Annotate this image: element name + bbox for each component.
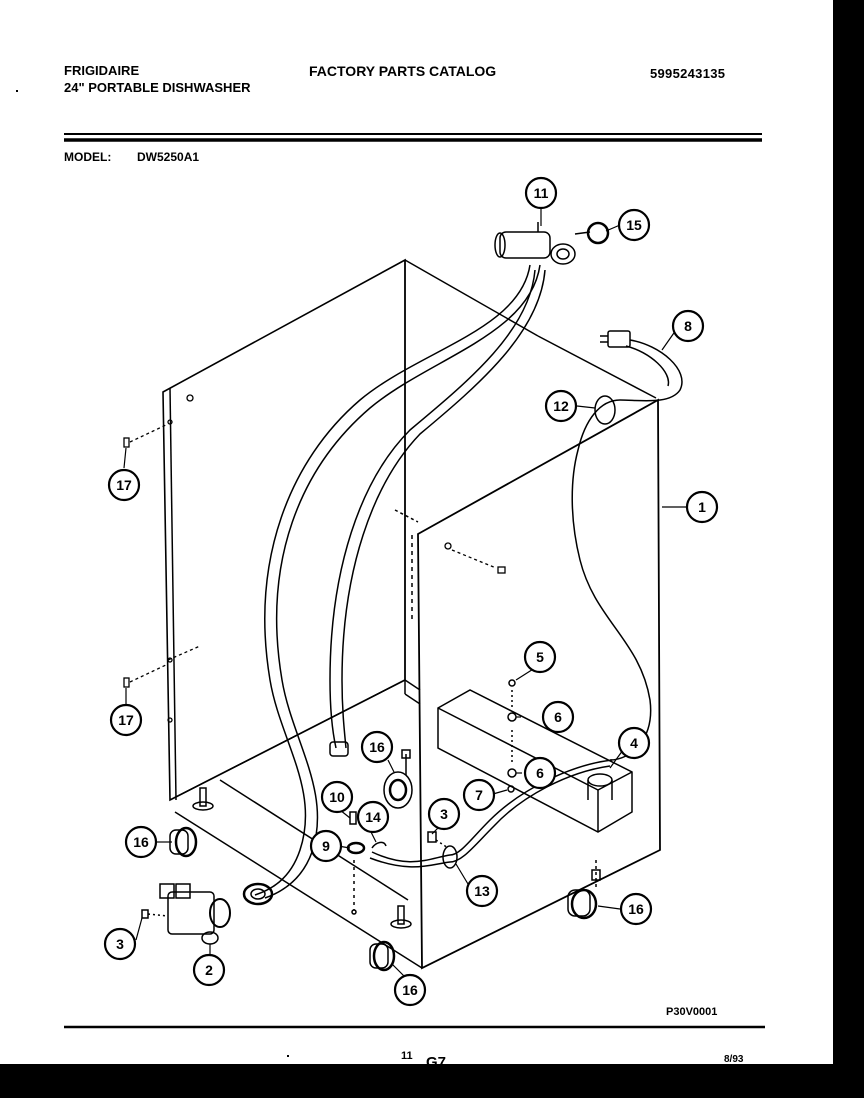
svg-text:4: 4 xyxy=(630,735,638,751)
callout-2: 2 xyxy=(192,953,226,987)
callout-16: 16 xyxy=(619,892,653,926)
svg-text:6: 6 xyxy=(554,709,562,725)
power-cord xyxy=(571,330,683,761)
svg-text:1: 1 xyxy=(698,499,706,515)
callout-13: 13 xyxy=(465,874,499,908)
svg-text:3: 3 xyxy=(116,936,124,952)
product-name: 24" PORTABLE DISHWASHER xyxy=(64,80,251,95)
page-number: 11 xyxy=(401,1050,413,1062)
svg-text:16: 16 xyxy=(133,834,149,850)
svg-text:5: 5 xyxy=(536,649,544,665)
drain-pump-top xyxy=(494,221,610,265)
svg-text:2: 2 xyxy=(205,962,213,978)
callout-9: 9 xyxy=(309,829,343,863)
cabinet-screws xyxy=(123,394,506,723)
inlet-valve xyxy=(141,883,231,945)
callout-16: 16 xyxy=(360,730,394,764)
svg-text:16: 16 xyxy=(402,982,418,998)
svg-text:17: 17 xyxy=(116,477,132,493)
svg-text:3: 3 xyxy=(440,806,448,822)
svg-text:12: 12 xyxy=(553,398,569,414)
hose-assembly xyxy=(242,264,546,906)
scan-speck xyxy=(16,90,18,92)
svg-text:13: 13 xyxy=(474,883,490,899)
scan-speck xyxy=(287,1055,289,1057)
brand-name: FRIGIDAIRE xyxy=(64,63,140,78)
callout-4: 4 xyxy=(617,726,651,760)
callout-15: 15 xyxy=(617,208,651,242)
svg-text:15: 15 xyxy=(626,217,642,233)
catalog-number: 5995243135 xyxy=(650,66,726,81)
callout-14: 14 xyxy=(356,800,390,834)
callout-8: 8 xyxy=(671,309,705,343)
svg-text:8: 8 xyxy=(684,318,692,334)
catalog-title: FACTORY PARTS CATALOG xyxy=(309,63,497,79)
callout-16: 16 xyxy=(393,973,427,1007)
svg-text:6: 6 xyxy=(536,765,544,781)
model-label: MODEL: xyxy=(64,150,112,164)
svg-text:7: 7 xyxy=(475,787,483,803)
callout-17: 17 xyxy=(109,703,143,737)
callout-6: 6 xyxy=(523,756,557,790)
svg-text:11: 11 xyxy=(534,185,549,201)
callout-12: 12 xyxy=(544,389,578,423)
catalog-page: FRIGIDAIRE 24" PORTABLE DISHWASHER FACTO… xyxy=(0,0,833,1064)
callout-3: 3 xyxy=(427,797,461,831)
callout-11: 11 xyxy=(524,176,558,210)
model-number: DW5250A1 xyxy=(137,150,200,164)
svg-text:9: 9 xyxy=(322,838,330,854)
svg-text:10: 10 xyxy=(329,789,345,805)
callout-17: 17 xyxy=(107,468,141,502)
callout-3: 3 xyxy=(103,927,137,961)
callout-1: 1 xyxy=(685,490,719,524)
svg-text:14: 14 xyxy=(365,809,381,825)
junction-box xyxy=(437,679,633,833)
wire-harness xyxy=(369,759,613,869)
leader-lines xyxy=(123,207,687,977)
callout-10: 10 xyxy=(320,780,354,814)
section-code: G7 xyxy=(426,1054,447,1064)
svg-text:16: 16 xyxy=(628,901,644,917)
callout-16: 16 xyxy=(124,825,158,859)
figure-code: P30V0001 xyxy=(666,1006,718,1018)
print-date: 8/93 xyxy=(724,1054,744,1064)
header-rule xyxy=(64,133,762,142)
callout-7: 7 xyxy=(462,778,496,812)
svg-text:17: 17 xyxy=(118,712,134,728)
casters xyxy=(169,787,601,972)
pump-motor xyxy=(383,749,413,809)
callout-5: 5 xyxy=(523,640,557,674)
exploded-parts-diagram: 1 2 3 3 4 5 6 6 7 8 9 10 11 12 13 14 15 … xyxy=(64,133,765,1029)
callout-6: 6 xyxy=(541,700,575,734)
svg-text:16: 16 xyxy=(369,739,385,755)
